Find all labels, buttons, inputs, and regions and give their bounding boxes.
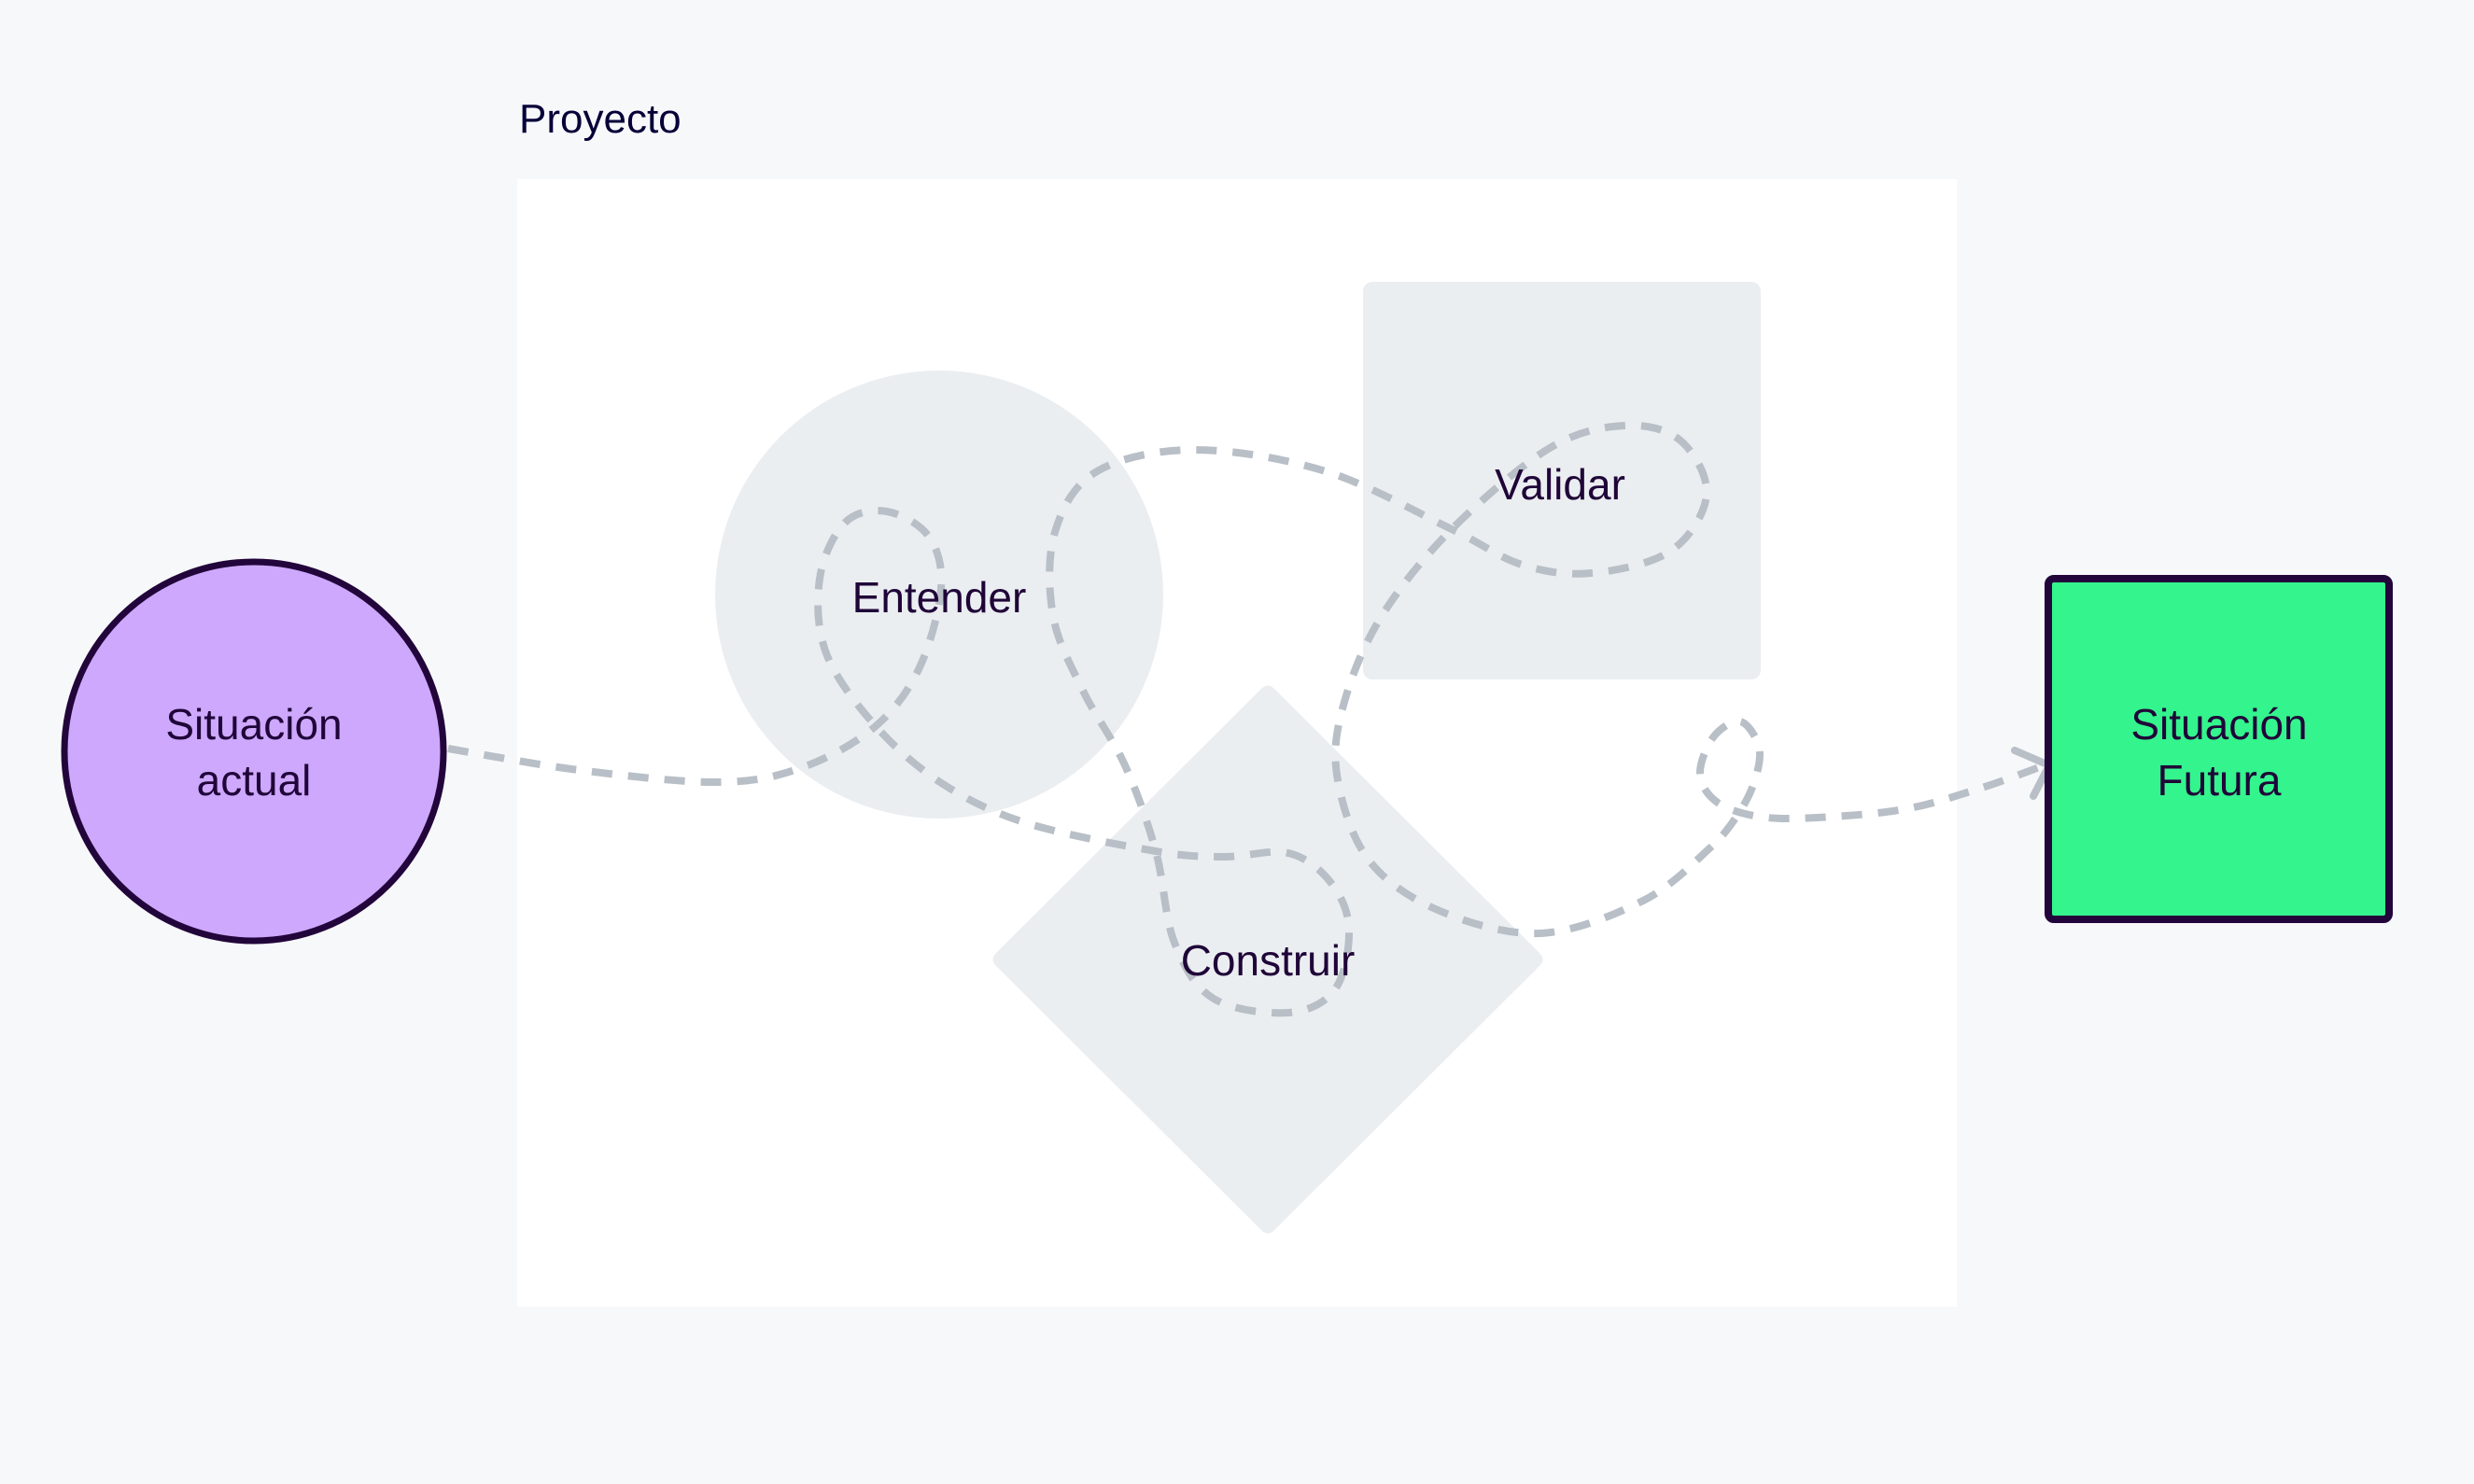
validate-node[interactable] <box>1363 282 1761 679</box>
current-situation-circle-shape[interactable] <box>61 558 447 945</box>
frame-title[interactable]: Proyecto <box>519 96 682 142</box>
build-node[interactable] <box>992 685 1543 1234</box>
validate-label[interactable]: Validar <box>1495 460 1625 509</box>
validate-rect-shape[interactable] <box>1363 282 1761 679</box>
understand-label[interactable]: Entender <box>852 573 1027 622</box>
build-diamond-shape[interactable] <box>992 685 1543 1234</box>
future-situation-node[interactable]: Situación Futura <box>2045 575 2393 923</box>
future-situation-label-line2: Futura <box>2158 756 2282 805</box>
future-situation-square-shape[interactable] <box>2045 575 2393 923</box>
build-label[interactable]: Construir <box>1181 936 1356 985</box>
future-situation-label-line1: Situación <box>2130 700 2307 749</box>
current-situation-node[interactable]: Situación actual <box>61 558 447 945</box>
dashed-connector[interactable] <box>447 421 2046 1017</box>
current-situation-label-line2: actual <box>197 756 312 805</box>
current-situation-label-line1: Situación <box>165 700 342 749</box>
